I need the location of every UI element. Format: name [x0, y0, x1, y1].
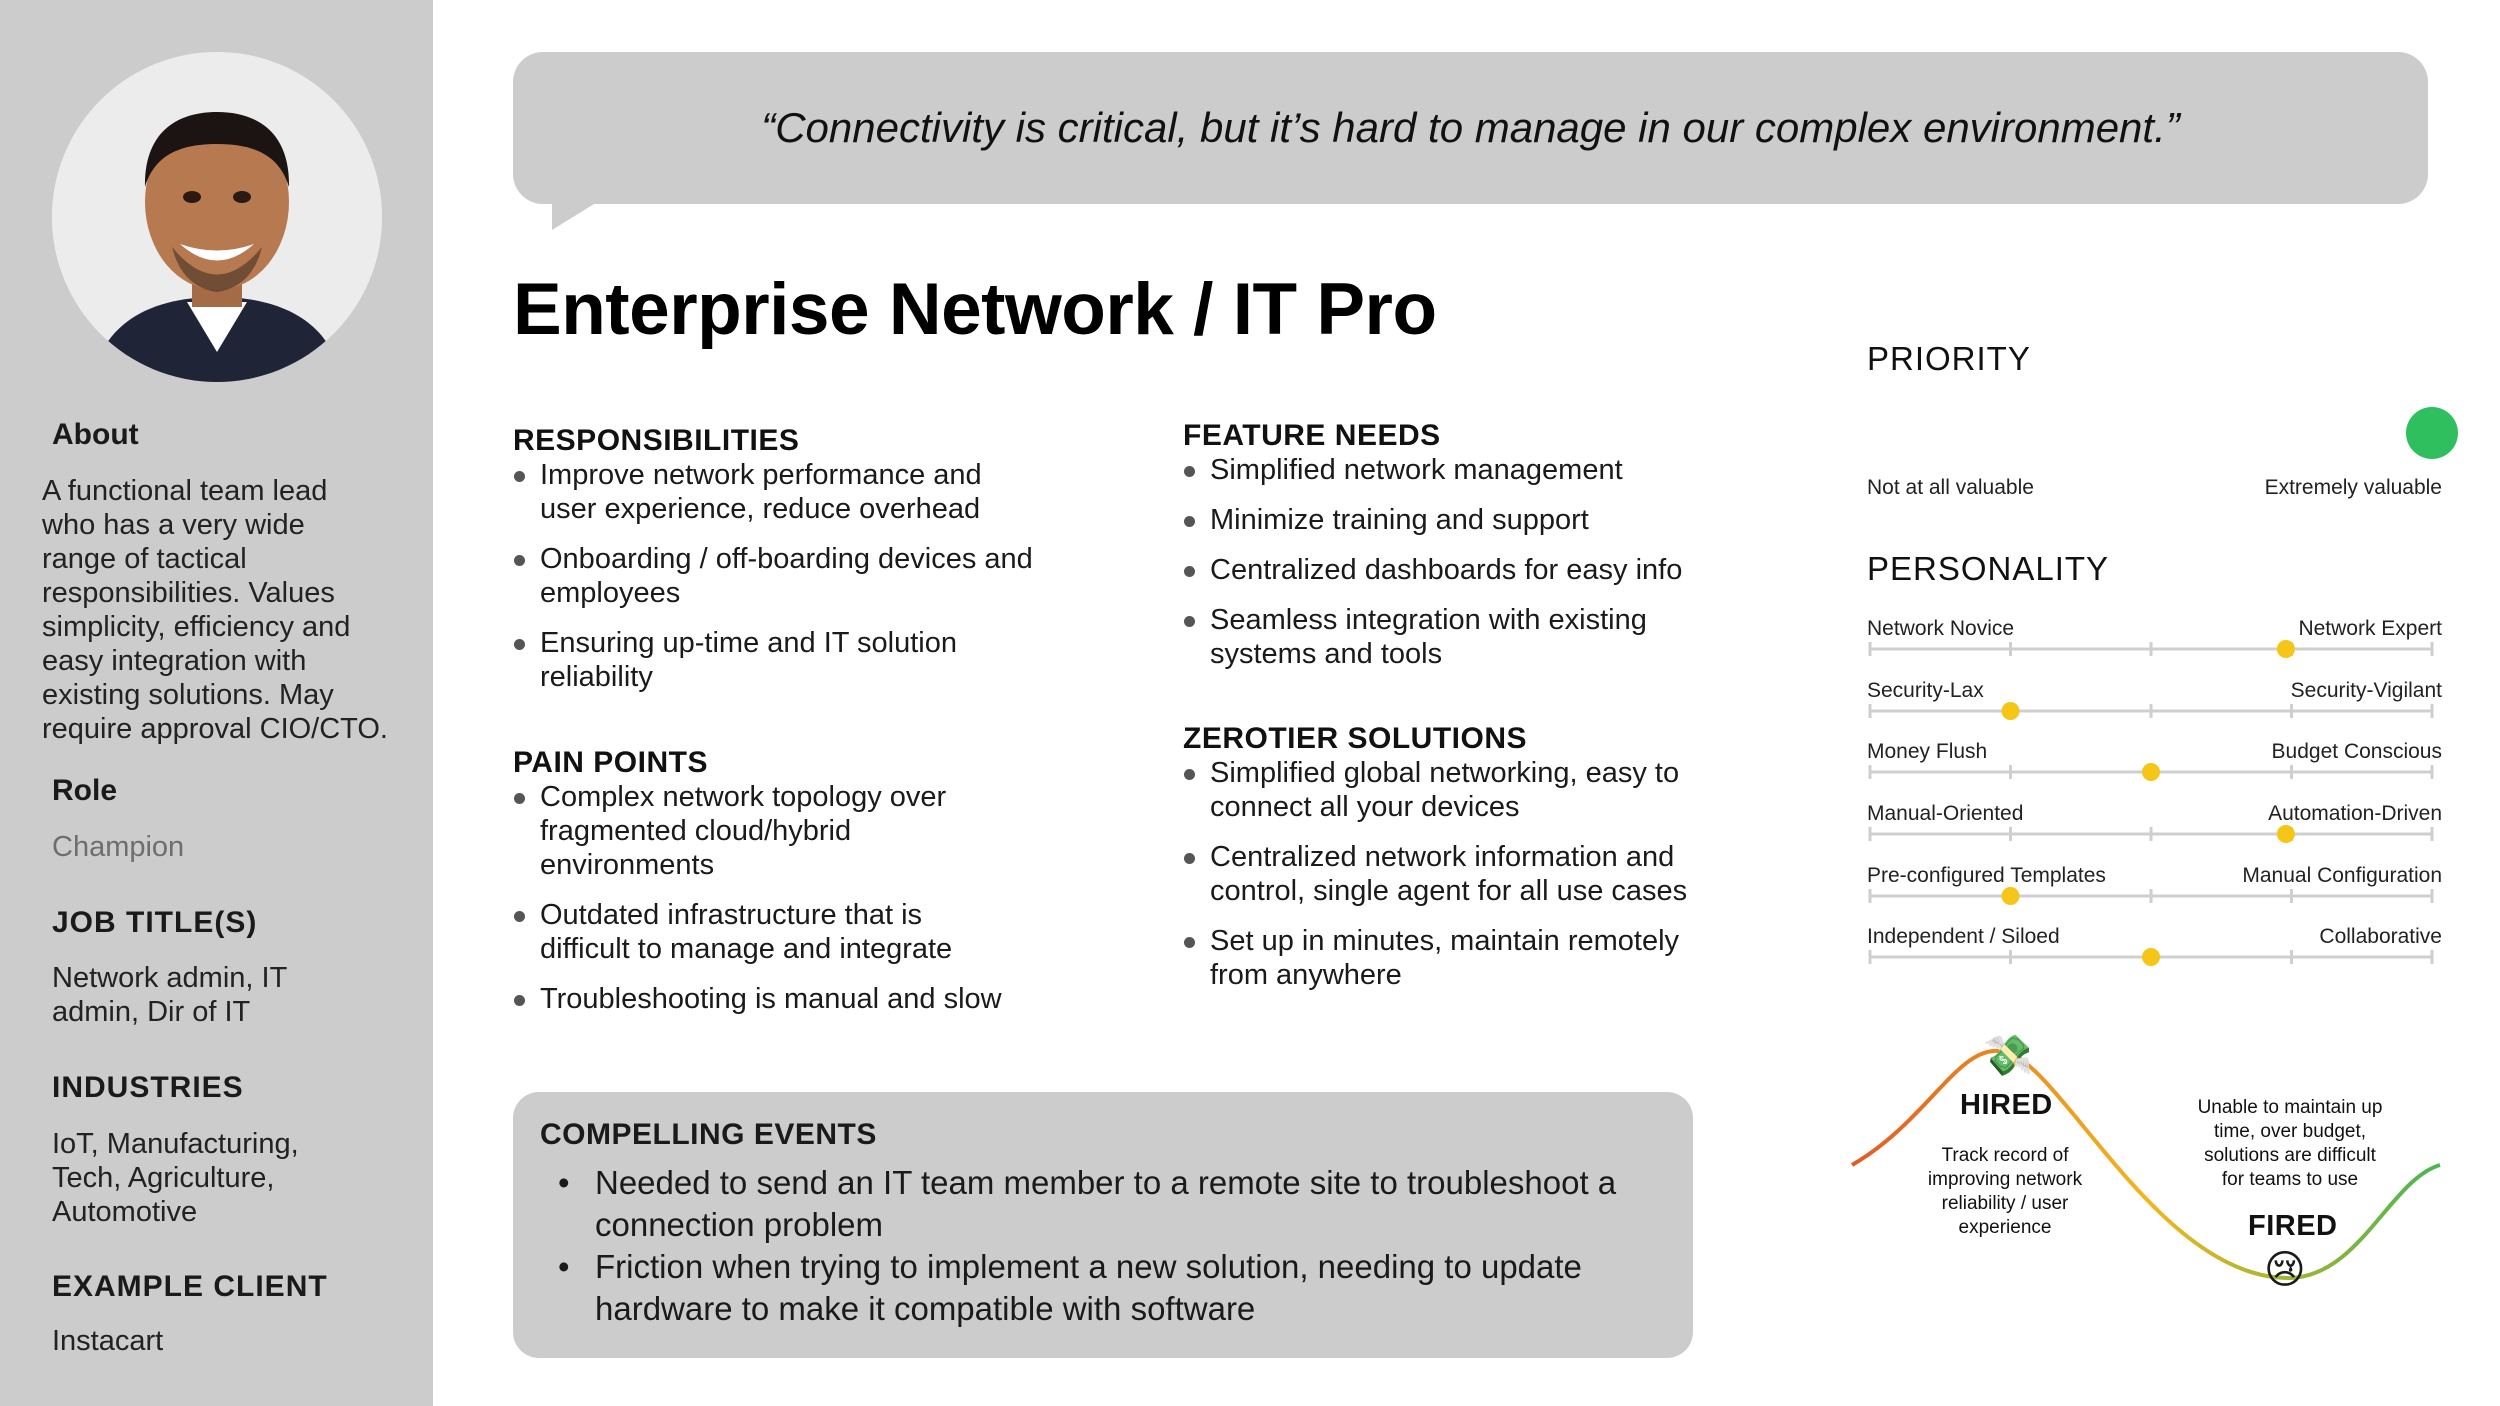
person-portrait-icon	[52, 52, 382, 382]
about-text: A functional team lead who has a very wi…	[42, 475, 388, 745]
compelling-events-heading: COMPELLING EVENTS	[540, 1118, 877, 1151]
list-item: Simplified network management	[1183, 453, 1783, 487]
job-title-label: JOB TITLE(S)	[52, 906, 258, 939]
sidebar: About A functional team lead who has a v…	[0, 0, 433, 1406]
quote-text: “Connectivity is critical, but it’s hard…	[761, 104, 2180, 151]
hired-label: HIRED	[1960, 1089, 2053, 1121]
personality-heading: PERSONALITY	[1867, 550, 2110, 587]
trait-left-label: Pre-configured Templates	[1867, 864, 2106, 887]
trait-marker	[2142, 948, 2160, 966]
trait-left-label: Manual-Oriented	[1867, 802, 2024, 825]
list-item: Friction when trying to implement a new …	[553, 1246, 1663, 1330]
trait-marker	[2142, 763, 2160, 781]
priority-marker	[2406, 407, 2458, 459]
personality-sliders	[1868, 640, 2434, 966]
trait-right-label: Budget Conscious	[2271, 740, 2442, 763]
trait-right-label: Security-Vigilant	[2290, 679, 2442, 702]
hired-fired-curve	[1850, 1048, 2441, 1281]
compelling-events-panel: COMPELLING EVENTS Needed to send an IT t…	[513, 1092, 1693, 1358]
avatar	[52, 52, 382, 382]
trait-marker	[2001, 702, 2020, 720]
priority-slider	[1868, 407, 2458, 459]
quote-bubble-tail	[552, 196, 607, 230]
quote-bubble: “Connectivity is critical, but it’s hard…	[513, 52, 2428, 204]
about-label: About	[52, 418, 139, 451]
zerotier-solutions-heading: ZEROTIER SOLUTIONS	[1183, 722, 1528, 755]
job-title-text: Network admin, IT admin, Dir of IT	[52, 962, 288, 1028]
priority-left-label: Not at all valuable	[1867, 476, 2034, 499]
page-title: Enterprise Network / IT Pro	[513, 269, 1437, 350]
list-item: Troubleshooting is manual and slow	[513, 982, 1153, 1016]
fired-text: Unable to maintain up time, over budget,…	[2197, 1097, 2383, 1190]
trait-right-label: Manual Configuration	[2242, 864, 2442, 887]
list-item: Centralized dashboards for easy info	[1183, 553, 1783, 587]
trait-left-label: Security-Lax	[1867, 679, 1984, 702]
industries-label: INDUSTRIES	[52, 1071, 244, 1104]
money-with-wings-icon: 💸	[1983, 1034, 2033, 1078]
trait-right-label: Network Expert	[2298, 617, 2442, 640]
fired-label: FIRED	[2248, 1210, 2338, 1242]
trait-marker	[2001, 887, 2020, 905]
example-client-label: EXAMPLE CLIENT	[52, 1270, 328, 1303]
role-value: Champion	[52, 831, 185, 863]
priority-heading: PRIORITY	[1867, 340, 2031, 377]
feature-needs-list: Simplified network management Minimize t…	[1183, 453, 1783, 687]
role-label: Role	[52, 774, 118, 807]
trait-left-label: Independent / Siloed	[1867, 925, 2060, 948]
trait-right-label: Collaborative	[2319, 925, 2442, 948]
feature-needs-heading: FEATURE NEEDS	[1183, 419, 1441, 452]
trait-right-label: Automation-Driven	[2268, 802, 2442, 825]
example-client-value: Instacart	[52, 1325, 164, 1357]
trait-left-label: Network Novice	[1867, 617, 2015, 640]
list-item: Minimize training and support	[1183, 503, 1783, 537]
list-item: Needed to send an IT team member to a re…	[553, 1162, 1663, 1246]
responsibilities-heading: RESPONSIBILITIES	[513, 424, 800, 457]
crying-face-icon: 😢	[2264, 1248, 2306, 1292]
pain-points-heading: PAIN POINTS	[513, 746, 708, 779]
trait-marker	[2276, 640, 2295, 658]
trait-marker	[2276, 825, 2295, 843]
industries-text: IoT, Manufacturing, Tech, Agriculture, A…	[52, 1128, 299, 1228]
trait-left-label: Money Flush	[1867, 740, 1988, 763]
hired-text: Track record of improving network reliab…	[1927, 1145, 2083, 1238]
compelling-events-list: Needed to send an IT team member to a re…	[553, 1162, 1663, 1330]
priority-right-label: Extremely valuable	[2264, 476, 2442, 499]
